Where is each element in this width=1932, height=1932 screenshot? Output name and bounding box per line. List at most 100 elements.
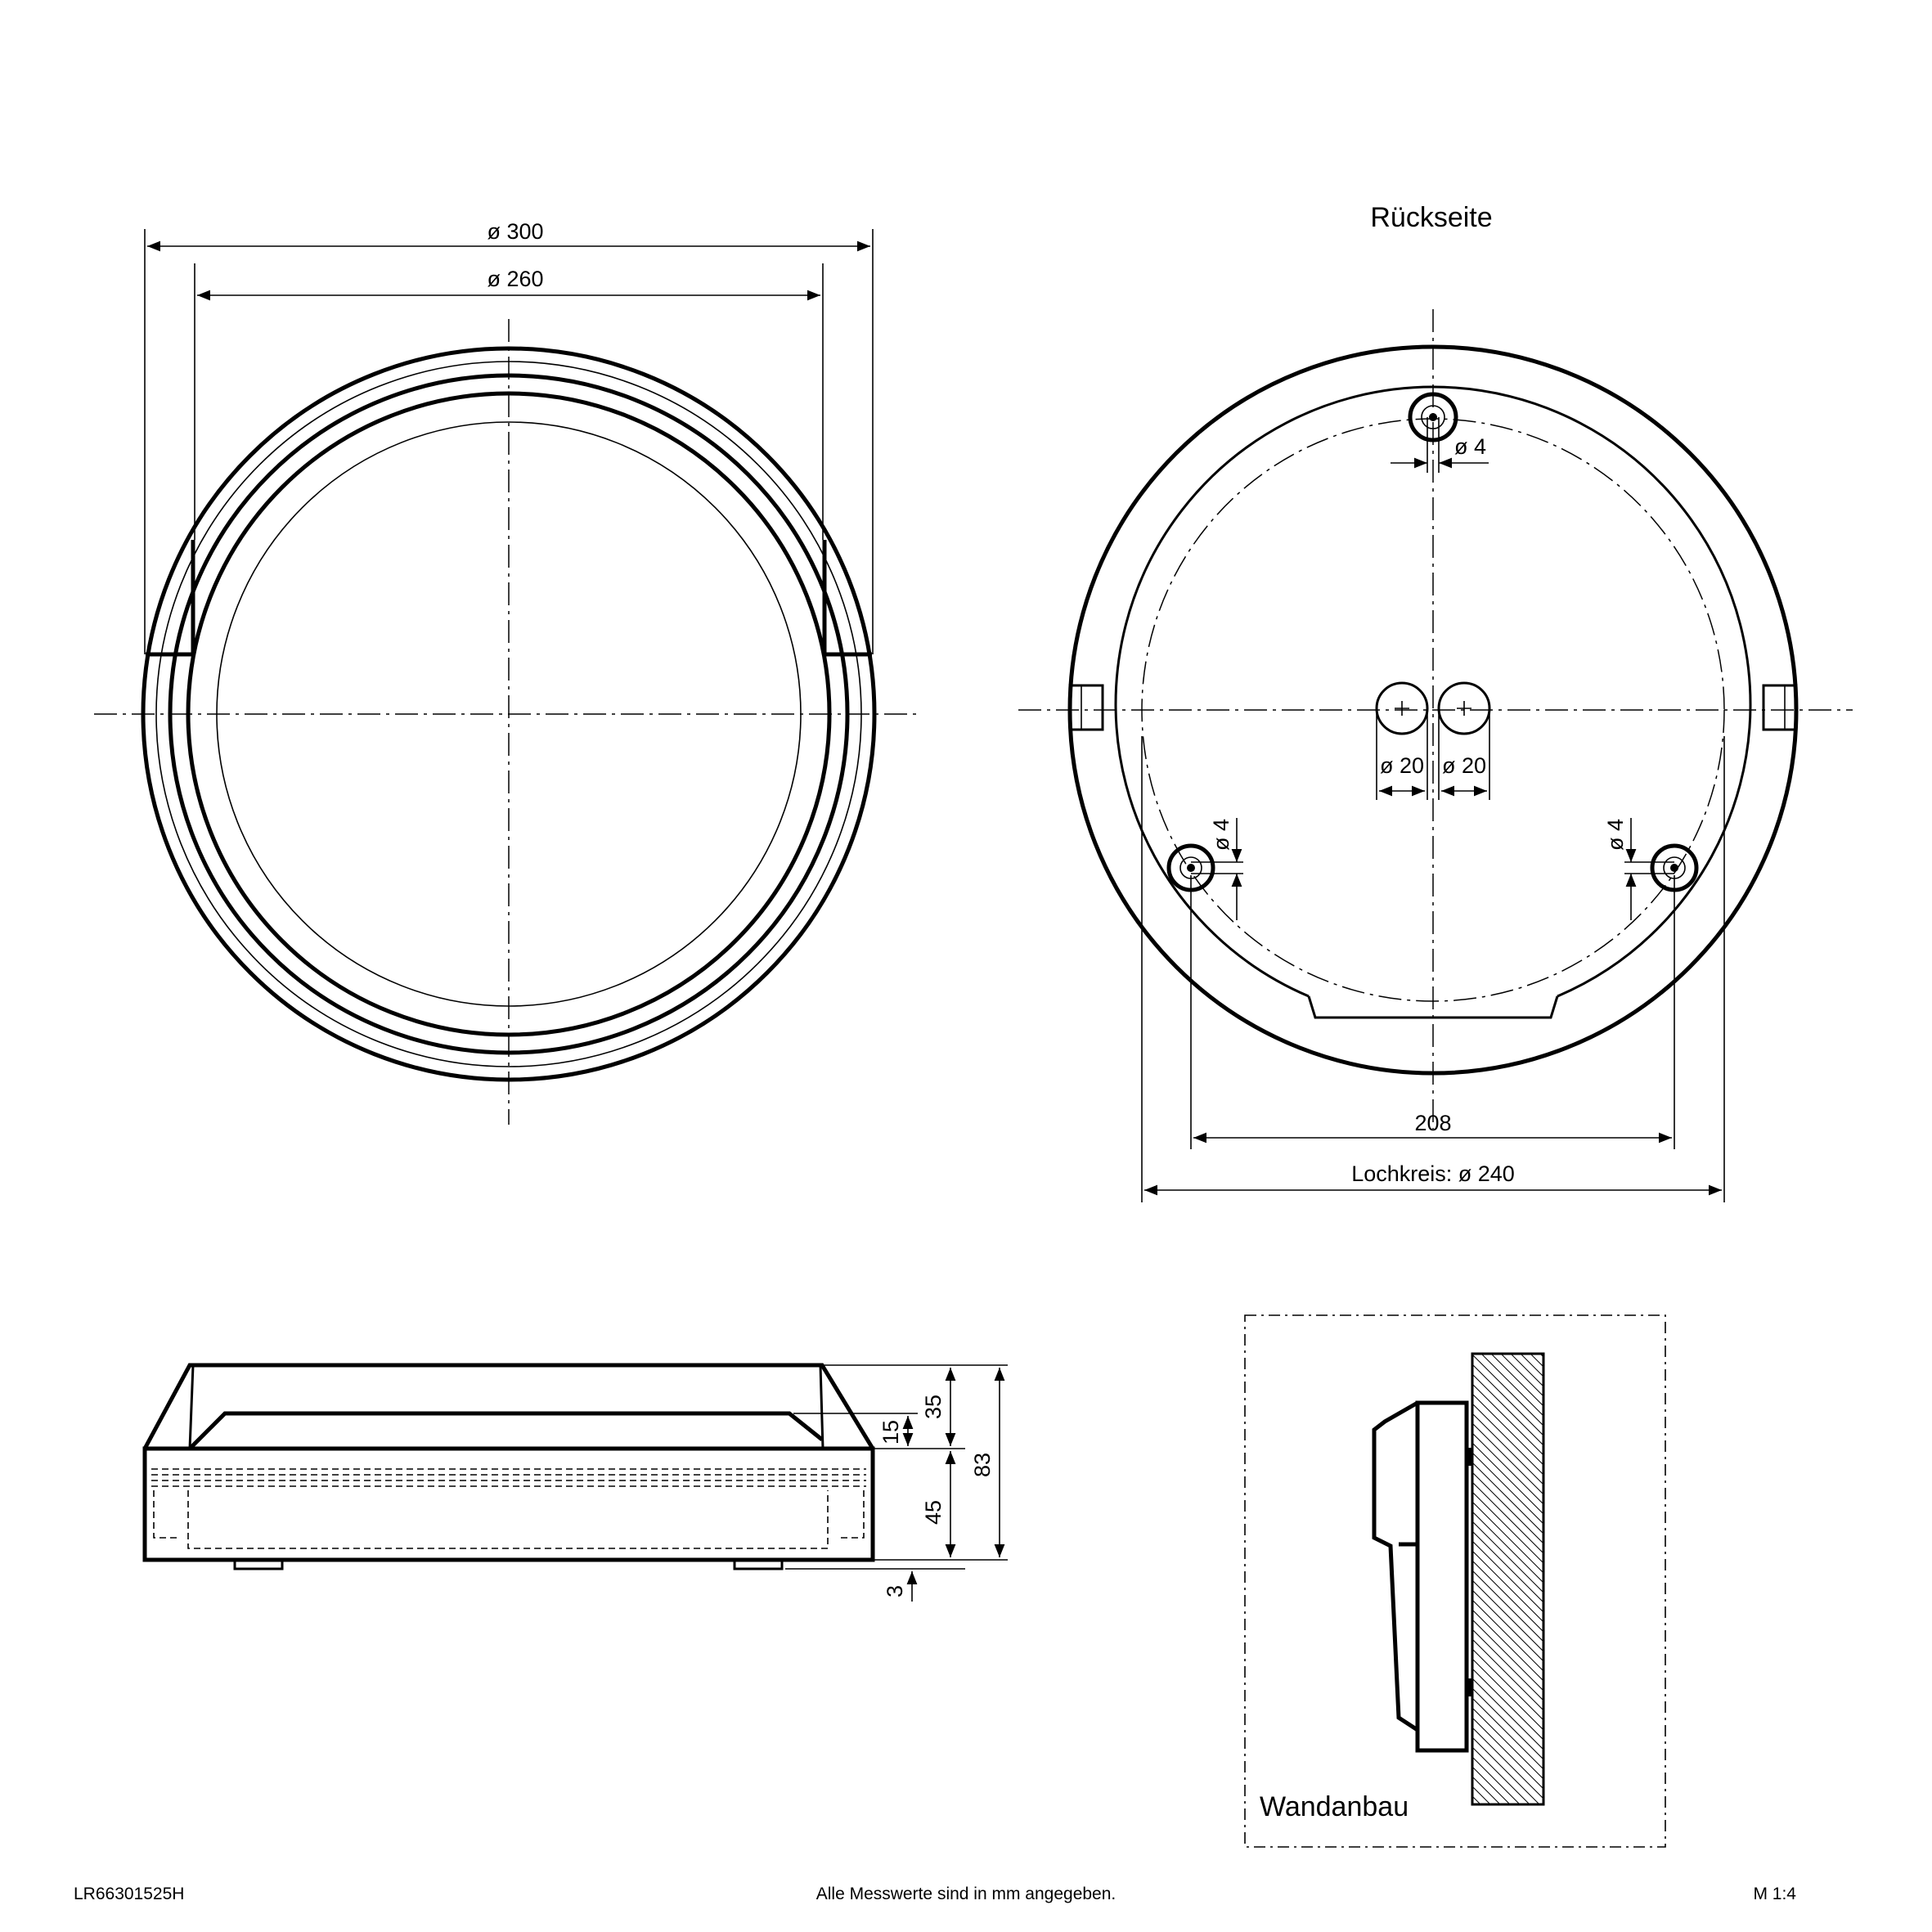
hatch-line	[1472, 1835, 1543, 1907]
hatch-line	[1472, 1383, 1543, 1456]
side-diffuser-inner	[188, 1364, 824, 1449]
hatch-line	[1472, 1786, 1491, 1804]
dim-label-35: 35	[921, 1395, 946, 1419]
dim-label-outer-diameter: ø 300	[487, 219, 543, 244]
rear-cable-holes: ø 20 ø 20	[1375, 681, 1491, 800]
wall-hatching	[1472, 1276, 1543, 1932]
side-diffuser-outline	[142, 1363, 875, 1450]
hatch-line	[1472, 1707, 1543, 1780]
rear-right-clip	[1762, 684, 1798, 731]
rear-base-plate	[1114, 385, 1752, 998]
hatch-line	[1472, 1766, 1511, 1804]
dim-label-inner-diameter: ø 260	[487, 267, 543, 291]
hatch-line	[1472, 1826, 1543, 1897]
hatch-line	[1472, 1413, 1543, 1485]
front-outer-ring	[141, 346, 877, 1082]
rear-right-hole: ø 4	[1603, 818, 1699, 920]
rear-side-clips	[1068, 684, 1798, 731]
hatch-line	[1472, 1717, 1543, 1790]
dim-label-15: 15	[878, 1420, 903, 1445]
hatch-line	[1472, 1687, 1543, 1760]
hatch-line	[1472, 1442, 1543, 1515]
hatch-line	[1472, 1727, 1543, 1799]
front-view: ø 300 ø 260	[94, 219, 920, 1125]
hatch-line	[1472, 1471, 1543, 1544]
front-diffuser-inner	[216, 421, 802, 1007]
hatch-line	[1472, 1481, 1543, 1554]
units-note: Alle Messwerte sind in mm angegeben.	[816, 1885, 1117, 1903]
hatch-line	[1472, 1697, 1543, 1770]
front-right-clip	[822, 540, 872, 657]
hatch-line	[1472, 1511, 1543, 1584]
hatch-line	[1472, 1619, 1543, 1692]
hatch-line	[1472, 1795, 1481, 1804]
hatch-line	[1472, 1521, 1543, 1593]
hatch-line	[1472, 1746, 1530, 1804]
side-foot-right	[733, 1558, 784, 1570]
hatch-line	[1490, 1354, 1543, 1407]
hatch-line	[1472, 1276, 1543, 1347]
hatch-line	[1472, 1756, 1521, 1804]
side-hidden-clips	[153, 1490, 865, 1539]
luminaire-base-profile	[1415, 1400, 1469, 1753]
hatch-line	[1530, 1354, 1543, 1368]
footer: LR66301525H Alle Messwerte sind in mm an…	[74, 1885, 1796, 1903]
wall-bracket-bottom	[1467, 1678, 1471, 1696]
side-view: 35 15 45 83 3	[142, 1363, 1008, 1602]
front-outer-ring-inner-edge	[155, 361, 862, 1067]
hatch-line	[1472, 1530, 1543, 1603]
hatch-line	[1472, 1354, 1543, 1427]
hatch-line	[1472, 1589, 1543, 1662]
article-number: LR66301525H	[74, 1885, 184, 1903]
hatch-line	[1472, 1629, 1543, 1701]
rear-cutout	[1307, 995, 1559, 1019]
front-diffuser-edge	[186, 391, 832, 1037]
hatch-line	[1472, 1462, 1543, 1534]
dim-label-hole-spacing: 208	[1414, 1111, 1451, 1135]
hatch-line	[1472, 1845, 1543, 1916]
wall-mount-view: Wandanbau	[1244, 1276, 1666, 1932]
hatch-line	[1472, 1393, 1543, 1466]
hatch-line	[1472, 1560, 1543, 1633]
hatch-line	[1472, 1550, 1543, 1623]
wall-section	[1471, 1352, 1545, 1806]
hatch-line	[1472, 1737, 1540, 1804]
dim-label-top-hole: ø 4	[1454, 434, 1486, 459]
dim-label-45: 45	[921, 1500, 946, 1525]
dim-label-3: 3	[883, 1585, 907, 1597]
side-hidden-base	[187, 1490, 829, 1549]
hatch-line	[1472, 1776, 1501, 1804]
dim-label-cable-hole-right: ø 20	[1442, 753, 1486, 778]
hatch-line	[1472, 1373, 1543, 1446]
side-body	[142, 1446, 875, 1562]
hatch-line	[1472, 1648, 1543, 1721]
hatch-line	[1472, 1668, 1543, 1741]
scale-label: M 1:4	[1753, 1885, 1796, 1903]
hatch-line	[1472, 1491, 1543, 1564]
hatch-line	[1472, 1875, 1543, 1932]
hatch-line	[1472, 1452, 1543, 1525]
wall-bracket-top	[1467, 1448, 1471, 1466]
dim-label-right-hole: ø 4	[1603, 819, 1628, 851]
luminaire-diffuser-profile	[1372, 1400, 1419, 1732]
hatch-line	[1472, 1501, 1543, 1574]
rear-view: Rückseite ø 4	[1018, 202, 1853, 1202]
wall-mount-label: Wandanbau	[1260, 1791, 1409, 1822]
hatch-line	[1539, 1354, 1543, 1358]
hatch-line	[1480, 1354, 1543, 1417]
hatch-line	[1472, 1658, 1543, 1731]
rear-top-hole: ø 4	[1391, 392, 1489, 473]
front-left-clip	[146, 540, 195, 657]
hatch-line	[1472, 1816, 1543, 1887]
side-foot-left	[233, 1558, 284, 1570]
dim-label-bolt-circle: Lochkreis: ø 240	[1351, 1161, 1515, 1186]
hatch-line	[1472, 1570, 1543, 1642]
hatch-line	[1472, 1432, 1543, 1505]
wall-mount-frame	[1244, 1314, 1666, 1848]
hatch-line	[1472, 1364, 1543, 1436]
hatch-line	[1472, 1540, 1543, 1613]
hatch-line	[1472, 1609, 1543, 1682]
dim-label-left-hole: ø 4	[1209, 819, 1233, 851]
hatch-line	[1472, 1579, 1543, 1652]
